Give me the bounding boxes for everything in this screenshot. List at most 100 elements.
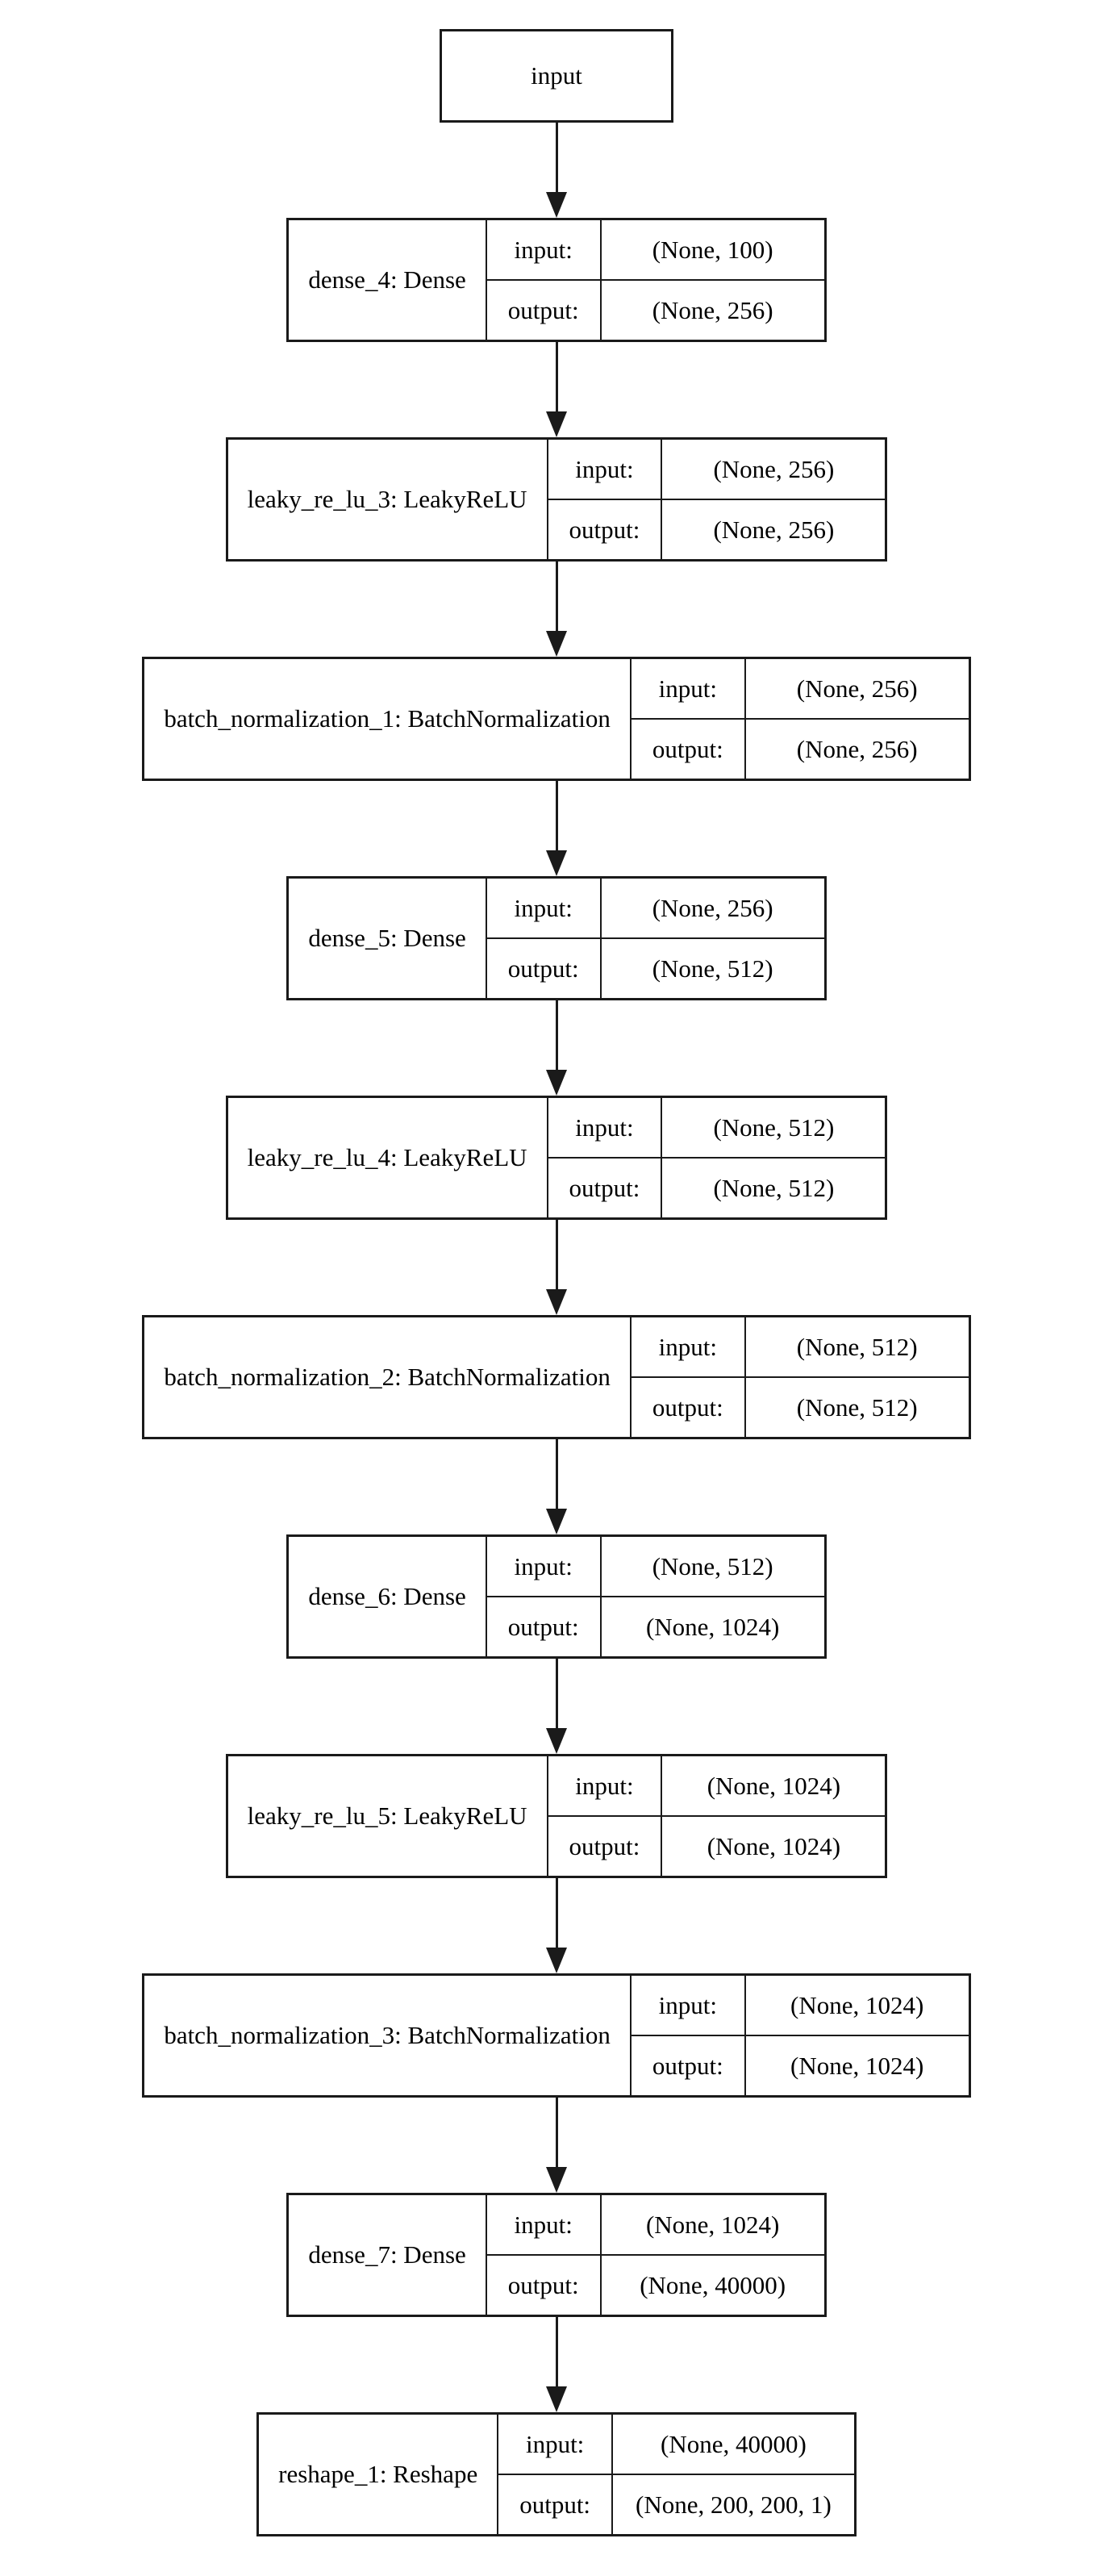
layer-node-batch_normalization_1: batch_normalization_1: BatchNormalizatio… [142, 657, 971, 781]
output-shape: (None, 512) [661, 1157, 886, 1217]
layer-node-dense_4: dense_4: Dense input: (None, 100) output… [286, 218, 827, 342]
layer-node-reshape_1: reshape_1: Reshape input: (None, 40000) … [256, 2412, 857, 2536]
arrow-line [555, 1659, 558, 1729]
arrowhead-down-icon [546, 1070, 567, 1096]
arrow-connector [546, 562, 567, 657]
arrow-line [555, 781, 558, 851]
arrowhead-down-icon [546, 1509, 567, 1534]
input-shape: (None, 256) [599, 879, 824, 937]
input-node-label: input [531, 61, 582, 90]
arrow-connector [546, 2098, 567, 2193]
output-shape: (None, 256) [744, 718, 969, 779]
io-table: input: (None, 1024) output: (None, 1024) [631, 1976, 969, 2095]
io-table: input: (None, 256) output: (None, 256) [548, 440, 886, 559]
io-table: input: (None, 512) output: (None, 512) [631, 1317, 969, 1437]
input-label: input: [525, 2429, 585, 2458]
arrow-line [555, 1000, 558, 1071]
input-shape: (None, 256) [744, 659, 969, 718]
arrowhead-down-icon [546, 2386, 567, 2412]
arrow-line [555, 1220, 558, 1290]
input-label: input: [514, 893, 573, 922]
output-shape: (None, 1024) [599, 1596, 824, 1656]
output-shape: (None, 1024) [661, 1815, 886, 1876]
input-shape: (None, 512) [744, 1317, 969, 1376]
arrow-line [555, 342, 558, 412]
layer-node-leaky_re_lu_4: leaky_re_lu_4: LeakyReLU input: (None, 5… [225, 1096, 888, 1220]
arrow-connector [546, 781, 567, 876]
output-label: output: [631, 1376, 744, 1437]
output-label: output: [548, 1815, 661, 1876]
output-label: output: [631, 718, 744, 779]
arrow-connector [546, 1659, 567, 1754]
input-shape: (None, 1024) [744, 1976, 969, 2035]
output-label: output: [548, 1157, 661, 1217]
arrow-line [555, 1439, 558, 1509]
input-label: input: [658, 674, 717, 703]
layer-name: leaky_re_lu_5: LeakyReLU [228, 1756, 548, 1876]
input-label: input: [514, 1551, 573, 1580]
arrowhead-down-icon [546, 631, 567, 657]
layer-node-leaky_re_lu_3: leaky_re_lu_3: LeakyReLU input: (None, 2… [225, 437, 888, 562]
layer-node-dense_5: dense_5: Dense input: (None, 256) output… [286, 876, 827, 1000]
output-shape: (None, 512) [744, 1376, 969, 1437]
output-label: output: [486, 1596, 600, 1656]
output-shape: (None, 256) [599, 279, 824, 340]
output-label: output: [631, 2035, 744, 2095]
io-table: input: (None, 1024) output: (None, 1024) [548, 1756, 886, 1876]
arrowhead-down-icon [546, 1728, 567, 1754]
arrow-line [555, 123, 558, 193]
layer-name: batch_normalization_3: BatchNormalizatio… [144, 1976, 632, 2095]
layer-name: dense_6: Dense [289, 1537, 487, 1656]
arrow-connector [546, 2317, 567, 2412]
layer-name: batch_normalization_1: BatchNormalizatio… [144, 659, 632, 779]
io-table: input: (None, 1024) output: (None, 40000… [486, 2195, 824, 2315]
layer-node-dense_6: dense_6: Dense input: (None, 512) output… [286, 1534, 827, 1659]
output-label: output: [486, 2254, 600, 2315]
arrowhead-down-icon [546, 1948, 567, 1973]
layer-name: reshape_1: Reshape [259, 2415, 499, 2534]
input-shape: (None, 512) [661, 1098, 885, 1157]
input-node: input [440, 29, 673, 123]
output-label: output: [498, 2474, 612, 2534]
io-table: input: (None, 512) output: (None, 512) [548, 1098, 886, 1217]
output-shape: (None, 512) [599, 937, 824, 998]
layer-node-batch_normalization_3: batch_normalization_3: BatchNormalizatio… [142, 1973, 971, 2098]
arrowhead-down-icon [546, 411, 567, 437]
arrow-connector [546, 342, 567, 437]
input-shape: (None, 40000) [611, 2415, 854, 2474]
arrow-connector [546, 1439, 567, 1534]
input-label: input: [575, 454, 634, 483]
input-label: input: [658, 1332, 717, 1361]
layer-node-dense_7: dense_7: Dense input: (None, 1024) outpu… [286, 2193, 827, 2317]
io-table: input: (None, 100) output: (None, 256) [486, 220, 824, 340]
io-table: input: (None, 512) output: (None, 1024) [486, 1537, 824, 1656]
io-table: input: (None, 256) output: (None, 256) [631, 659, 969, 779]
arrow-line [555, 2098, 558, 2168]
arrowhead-down-icon [546, 192, 567, 218]
layer-name: dense_7: Dense [289, 2195, 487, 2315]
input-label: input: [575, 1771, 634, 1800]
arrow-line [555, 562, 558, 632]
arrow-line [555, 1878, 558, 1948]
arrow-connector [546, 123, 567, 218]
arrow-connector [546, 1000, 567, 1096]
arrowhead-down-icon [546, 2167, 567, 2193]
arrow-line [555, 2317, 558, 2387]
layer-node-leaky_re_lu_5: leaky_re_lu_5: LeakyReLU input: (None, 1… [225, 1754, 888, 1878]
output-shape: (None, 40000) [599, 2254, 824, 2315]
layer-name: dense_5: Dense [289, 879, 487, 998]
layer-node-batch_normalization_2: batch_normalization_2: BatchNormalizatio… [142, 1315, 971, 1439]
layer-name: leaky_re_lu_3: LeakyReLU [228, 440, 548, 559]
output-shape: (None, 200, 200, 1) [611, 2474, 854, 2534]
input-shape: (None, 1024) [661, 1756, 885, 1815]
output-label: output: [486, 937, 600, 998]
arrow-connector [546, 1220, 567, 1315]
input-shape: (None, 100) [599, 220, 824, 279]
output-label: output: [486, 279, 600, 340]
arrowhead-down-icon [546, 1289, 567, 1315]
input-label: input: [658, 1990, 717, 2019]
layer-name: leaky_re_lu_4: LeakyReLU [228, 1098, 548, 1217]
input-label: input: [514, 2210, 573, 2239]
arrow-connector [546, 1878, 567, 1973]
